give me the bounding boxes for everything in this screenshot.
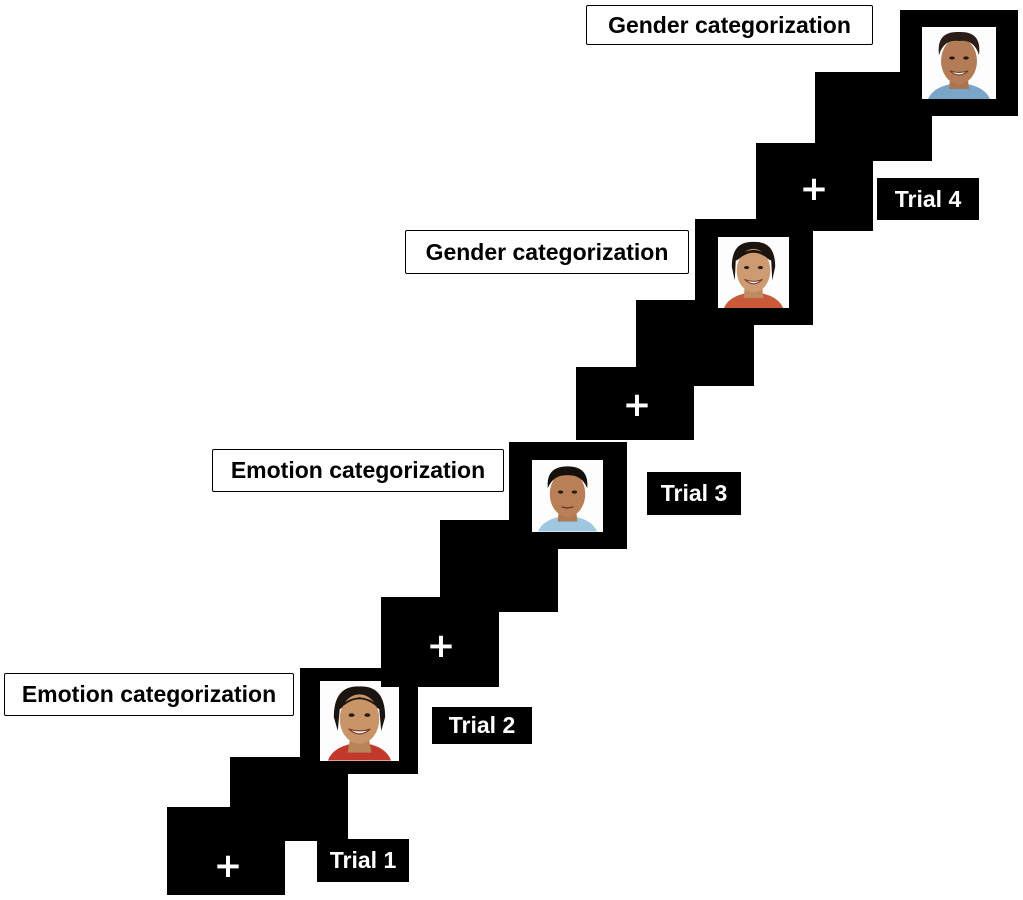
trial-label-4: Trial 4	[877, 178, 979, 220]
face-photo-1	[320, 681, 399, 761]
female-face-smiling-icon	[320, 681, 399, 761]
fixation-cross-4: +	[799, 169, 829, 209]
task-label-3: Gender categorization	[405, 230, 689, 274]
face-photo-4	[922, 27, 996, 99]
trial-label-3: Trial 3	[647, 472, 741, 515]
female-face-smiling-icon	[718, 237, 789, 308]
face-photo-2	[532, 460, 603, 532]
male-face-neutral-icon	[532, 460, 603, 532]
fixation-screen-2	[381, 597, 499, 687]
face-photo-3	[718, 237, 789, 308]
task-label-4: Gender categorization	[586, 5, 873, 45]
trial-label-2: Trial 2	[432, 707, 532, 744]
trial-label-1: Trial 1	[317, 839, 409, 882]
fixation-cross-2: +	[426, 626, 456, 666]
fixation-cross-3: +	[622, 385, 652, 425]
male-face-smiling-icon	[922, 27, 996, 99]
task-label-2: Emotion categorization	[212, 449, 504, 492]
fixation-cross-1: +	[213, 846, 243, 886]
task-label-1: Emotion categorization	[4, 673, 294, 716]
